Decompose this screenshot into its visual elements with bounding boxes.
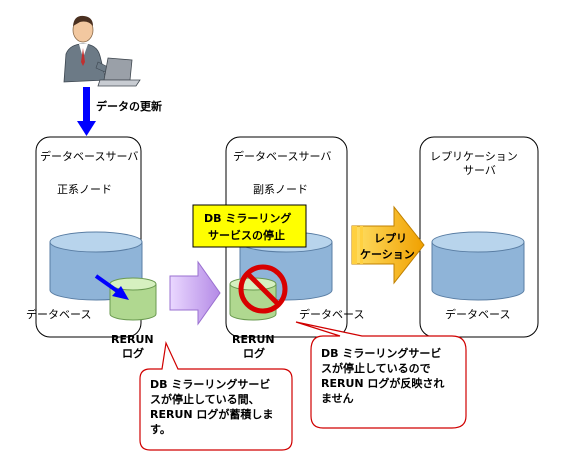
replication-database-cylinder (431, 231, 525, 301)
callout-right-line3: RERUN ログが反映され (321, 376, 444, 390)
callout-right-line2: スが停止しているので (321, 361, 431, 375)
mirroring-stopped-label: DB ミラーリング サービスの停止 (192, 204, 307, 248)
primary-database-label: データベース (26, 307, 91, 321)
callout-left-line2: スが停止している間、 (150, 392, 260, 406)
secondary-rerun-label-line2: ログ (243, 346, 265, 360)
data-update-arrow (77, 87, 96, 136)
callout-left-line4: す。 (150, 423, 171, 436)
callout-log-not-applied: DB ミラーリングサービ スが停止しているので RERUN ログが反映され ませ… (295, 321, 467, 429)
primary-server-title: データベースサーバ (40, 149, 138, 163)
secondary-node-label: 副系ノード (253, 183, 308, 196)
replication-arrow-line2: ケーション (360, 248, 415, 261)
primary-rerun-log-cylinder (109, 277, 157, 321)
callout-right-line4: ません (321, 392, 354, 405)
callout-right-line1: DB ミラーリングサービ (321, 346, 441, 360)
primary-rerun-label-line1: RERUN (111, 333, 154, 346)
secondary-server-title: データベースサーバ (233, 149, 331, 163)
log-write-arrow (94, 274, 129, 300)
replication-server-title-line2: サーバ (463, 164, 496, 177)
secondary-rerun-log-cylinder (229, 277, 277, 321)
stop-sign-icon (238, 264, 288, 314)
replication-arrow-line1: レプリ (374, 231, 407, 245)
primary-rerun-label-line2: ログ (122, 346, 144, 360)
primary-node-label: 正系ノード (57, 183, 112, 196)
secondary-rerun-label-line1: RERUN (232, 333, 275, 346)
callout-left-line3: RERUN ログが蓄積しま (150, 407, 273, 421)
user-at-laptop-icon (63, 15, 141, 87)
secondary-database-label: データベース (299, 307, 364, 321)
log-transfer-arrow (169, 260, 221, 326)
mirroring-stopped-line1: DB ミラーリング (204, 211, 291, 225)
replication-arrow: レプリ ケーション (351, 205, 425, 285)
replication-database-label: データベース (445, 307, 510, 321)
mirroring-stopped-line2: サービスの停止 (208, 228, 285, 242)
callout-log-accumulating: DB ミラーリングサービ スが停止している間、 RERUN ログが蓄積しま す。 (139, 340, 293, 451)
data-update-label: データの更新 (96, 99, 162, 113)
replication-server-title-line1: レプリケーション (430, 150, 518, 163)
callout-left-line1: DB ミラーリングサービ (150, 377, 270, 391)
